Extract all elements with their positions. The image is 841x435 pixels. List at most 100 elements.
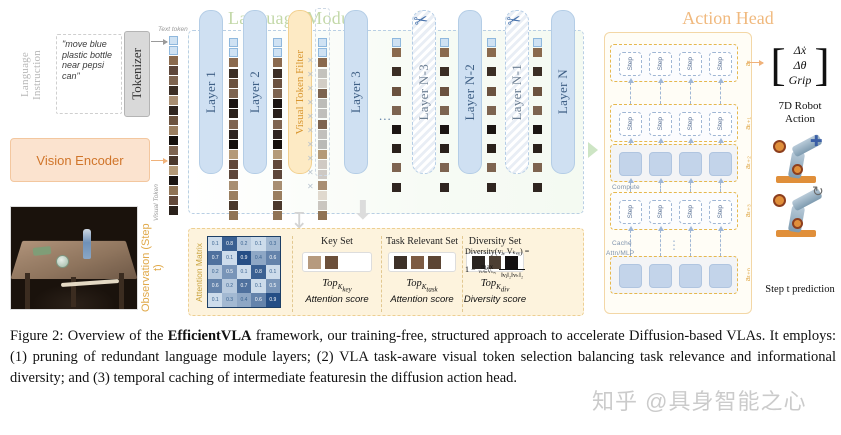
action-step-label: aₜ₊ₙ <box>741 264 753 286</box>
filter-down-arrow: ↧ <box>290 208 309 233</box>
visual-token <box>533 67 542 77</box>
token-swatch <box>505 255 519 269</box>
action-head-title: Action Head <box>682 8 774 28</box>
attention-cell: 0.1 <box>236 265 252 279</box>
attention-cell: 0.1 <box>265 265 280 279</box>
visual-token <box>487 163 496 173</box>
visual-token <box>169 196 178 205</box>
cache-connector <box>657 78 664 104</box>
step-label: Step <box>687 57 694 71</box>
visual-token <box>318 129 327 139</box>
analysis-up-arrow: ⬇ <box>352 196 374 225</box>
visual-token <box>273 211 282 221</box>
attention-cell: 0.2 <box>222 279 237 293</box>
visual-token <box>318 190 327 200</box>
attention-cell: 0.7 <box>236 279 252 293</box>
text-token <box>318 38 327 47</box>
step-label: Step <box>657 269 664 282</box>
visual-token <box>440 124 449 134</box>
visual-token <box>273 58 282 68</box>
visual-token <box>169 176 178 185</box>
diffusion-step-box: Step <box>649 112 672 136</box>
attention-cell: 0.6 <box>251 293 266 307</box>
token-swatch <box>472 255 485 269</box>
visual-token <box>440 67 449 77</box>
cache-connector <box>687 226 694 256</box>
visual-token <box>273 190 282 200</box>
layer-block-layer-1: Layer 1 <box>199 10 223 174</box>
diffusion-step-box: Step <box>649 200 672 224</box>
text-token <box>487 38 496 47</box>
visual-token <box>229 68 238 78</box>
figure-canvas: Language Instruction "move blue plastic … <box>10 8 835 316</box>
visual-token <box>487 144 496 154</box>
attention-cell: 0.5 <box>265 279 280 293</box>
visual-token <box>318 88 327 98</box>
attention-cell: 0.3 <box>222 293 237 307</box>
visual-token <box>169 56 178 65</box>
pruned-token-mark: ✕ <box>307 182 314 191</box>
visual-token <box>487 182 496 192</box>
token-swatch <box>394 255 407 269</box>
layer-block-layer-n-3: Layer N-3 <box>412 10 436 174</box>
visual-token <box>318 119 327 129</box>
visual-token <box>273 160 282 170</box>
panel-divider-2 <box>381 236 382 312</box>
visual-token <box>440 86 449 96</box>
pruned-token-mark: ✕ <box>307 168 314 177</box>
visual-token <box>169 206 178 215</box>
visual-token <box>229 109 238 119</box>
visual-token <box>487 124 496 134</box>
token-swatch <box>325 255 338 269</box>
visual-token <box>169 106 178 115</box>
text-token-label: Text token <box>158 26 188 33</box>
cache-connector <box>717 226 724 256</box>
compute-note: Compute <box>612 184 640 191</box>
pruned-token-mark: ✕ <box>307 84 314 93</box>
cache-connector <box>657 138 664 144</box>
cache-note-line1: Cache <box>612 240 632 247</box>
pruned-token-mark: ✕ <box>307 112 314 121</box>
key-set-swatches <box>302 252 372 272</box>
layer-block-layer-2: Layer 2 <box>243 10 267 174</box>
attention-cell: 0.6 <box>208 279 223 293</box>
diffusion-step-box: Step <box>679 200 702 224</box>
attention-cell: 0.4 <box>251 251 266 265</box>
attention-cell: 0.1 <box>251 237 266 251</box>
text-token <box>169 46 178 55</box>
visual-token <box>169 186 178 195</box>
cache-connector <box>657 226 664 256</box>
key-set-topk: TopKkey <box>322 278 352 294</box>
visual-token <box>229 201 238 210</box>
panel-divider-1 <box>292 236 293 312</box>
diversity-formula: Diversity(vⱼ, Vₖₑᵧ) = 1 − max vₖ∈Vₖₑᵧ vⱼ… <box>465 247 530 279</box>
text-token <box>229 38 238 47</box>
attention-cell: 0.9 <box>236 251 252 265</box>
cache-connector <box>717 178 724 192</box>
diffusion-step-box: Step <box>649 264 672 288</box>
attention-cell: 0.1 <box>222 251 237 265</box>
visual-token <box>440 48 449 58</box>
visual-token <box>318 180 327 190</box>
pruned-token-mark: ✕ <box>307 126 314 135</box>
step-label: Step <box>717 205 724 219</box>
attention-cell: 0.8 <box>251 265 266 279</box>
diffusion-step-box: Step <box>619 200 642 224</box>
robot-action-label: 7D Robot Action <box>778 100 822 125</box>
visual-token <box>169 126 178 135</box>
text-token <box>392 38 401 47</box>
diversity-set-topk: TopKdiv <box>480 278 510 294</box>
action-step-label: aₜ <box>741 52 753 74</box>
diffusion-step-box: Step <box>679 264 702 288</box>
visual-token <box>392 182 401 192</box>
visual-token <box>273 88 282 98</box>
diffusion-step-box: Step <box>709 52 732 76</box>
attention-cell: 0.1 <box>208 237 223 251</box>
diffusion-step-box: Step <box>619 112 642 136</box>
layer-block-layer-n-2: Layer N-2 <box>458 10 482 174</box>
action-step-label: aₜ₊₂ <box>741 152 753 174</box>
watermark: 知乎 @具身智能之心 <box>592 389 807 414</box>
visual-token <box>229 58 238 68</box>
